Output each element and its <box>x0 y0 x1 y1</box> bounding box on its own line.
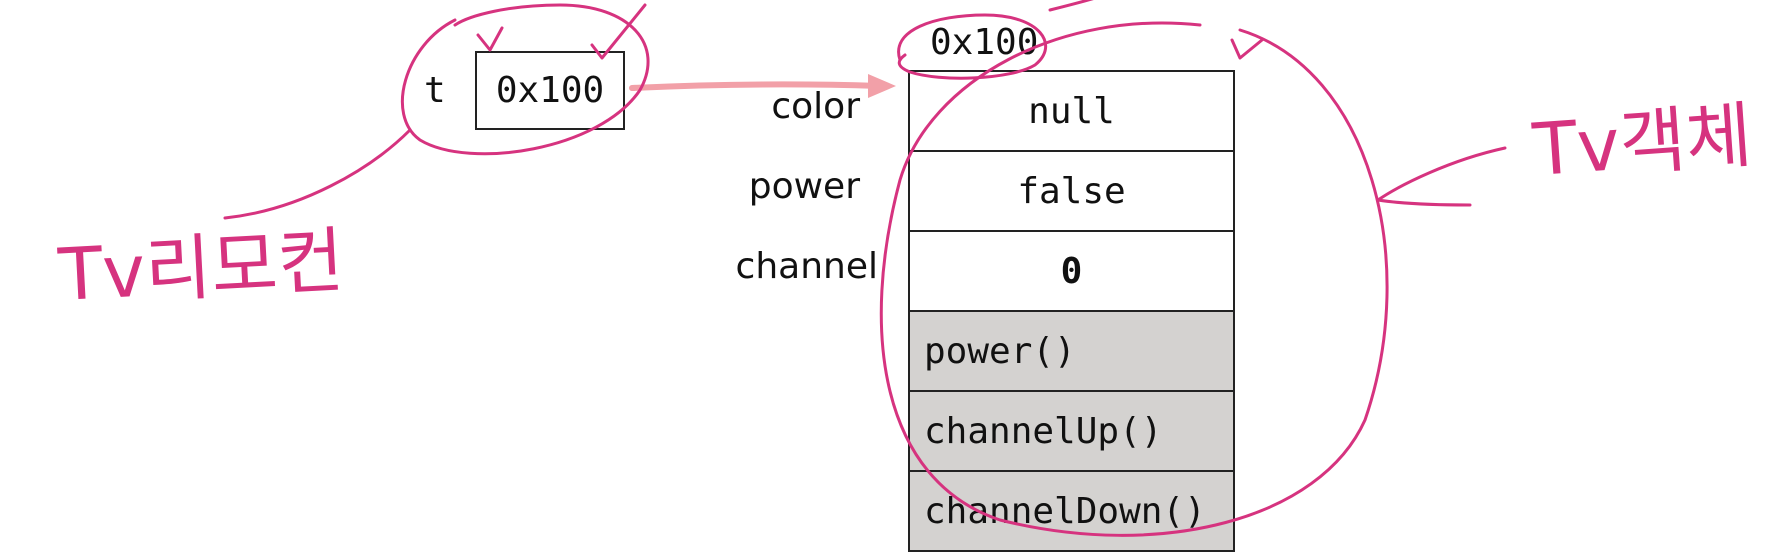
right-handwritten-note: Tv객체 <box>1529 93 1754 192</box>
object-check-mark <box>1230 38 1264 60</box>
field-label-power: power <box>748 166 860 207</box>
tv-object-table: null false 0 power() channelUp() channel… <box>908 70 1235 552</box>
reference-arrow <box>629 74 896 98</box>
field-label-channel: channel <box>735 246 878 287</box>
reference-variable-name: t <box>424 70 446 111</box>
object-circle <box>879 21 1389 537</box>
address-circle <box>897 13 1047 80</box>
field-cell-power: false <box>910 152 1233 232</box>
reference-value-box: 0x100 <box>475 51 625 130</box>
left-note-leader <box>223 128 412 220</box>
object-address: 0x100 <box>930 22 1039 63</box>
field-cell-channel: 0 <box>910 232 1233 312</box>
method-cell-power: power() <box>910 312 1233 392</box>
reference-circle <box>400 3 650 156</box>
field-label-color: color <box>771 86 860 127</box>
right-note-arrow <box>1376 146 1507 207</box>
check-mark-1 <box>476 26 504 52</box>
left-handwritten-note: Tv리모컨 <box>55 218 345 317</box>
address-tick <box>1048 0 1094 12</box>
field-cell-color: null <box>910 72 1233 152</box>
method-cell-channeldown: channelDown() <box>910 472 1233 552</box>
reference-value: 0x100 <box>495 70 605 111</box>
check-mark-2 <box>590 3 647 60</box>
method-cell-channelup: channelUp() <box>910 392 1233 472</box>
